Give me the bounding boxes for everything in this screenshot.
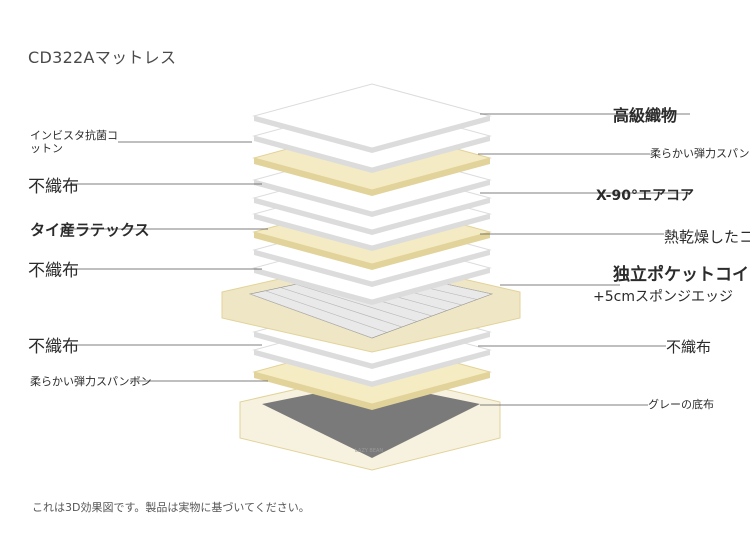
label-gray-bottom-fabric: グレーの底布 (648, 398, 714, 411)
coil-texture-line (280, 287, 403, 328)
brand-mark: LAZY BEAN (355, 448, 383, 454)
disclaimer-note: これは3D効果図です。製品は実物に基づいてください。 (32, 501, 310, 514)
coil-texture-line (295, 283, 418, 322)
label-spunbond-left: 柔らかい弾力スパンボン (30, 375, 152, 388)
label-x90-air-core: X-90°エアコア (596, 188, 694, 204)
label-heat-dried-coconut: 熱乾燥したコ (664, 228, 750, 246)
label-nonwoven-2: 不織布 (28, 261, 79, 281)
premium-fabric-layer (252, 83, 492, 149)
coil-texture-line (249, 293, 373, 339)
label-sponge-edge: +5cmスポンジエッジ (593, 289, 733, 305)
label-antibacterial-cotton: インビスタ抗菌コ ットン (30, 129, 118, 156)
page-title: CD322Aマットレス (28, 48, 177, 67)
label-pocket-coil: 独立ポケットコイ (613, 265, 749, 285)
label-nonwoven-3: 不織布 (28, 337, 79, 357)
label-nonwoven-1: 不織布 (28, 177, 79, 197)
label-spunbond-right: 柔らかい弾力スパンボ (650, 147, 750, 160)
label-thai-latex: タイ産ラテックス (30, 221, 150, 239)
label-premium-fabric: 高級織物 (613, 106, 678, 125)
label-nonwoven-right: 不織布 (666, 338, 712, 356)
coil-texture-line (265, 290, 388, 333)
gray-bottom-fabric-layer (262, 382, 480, 458)
